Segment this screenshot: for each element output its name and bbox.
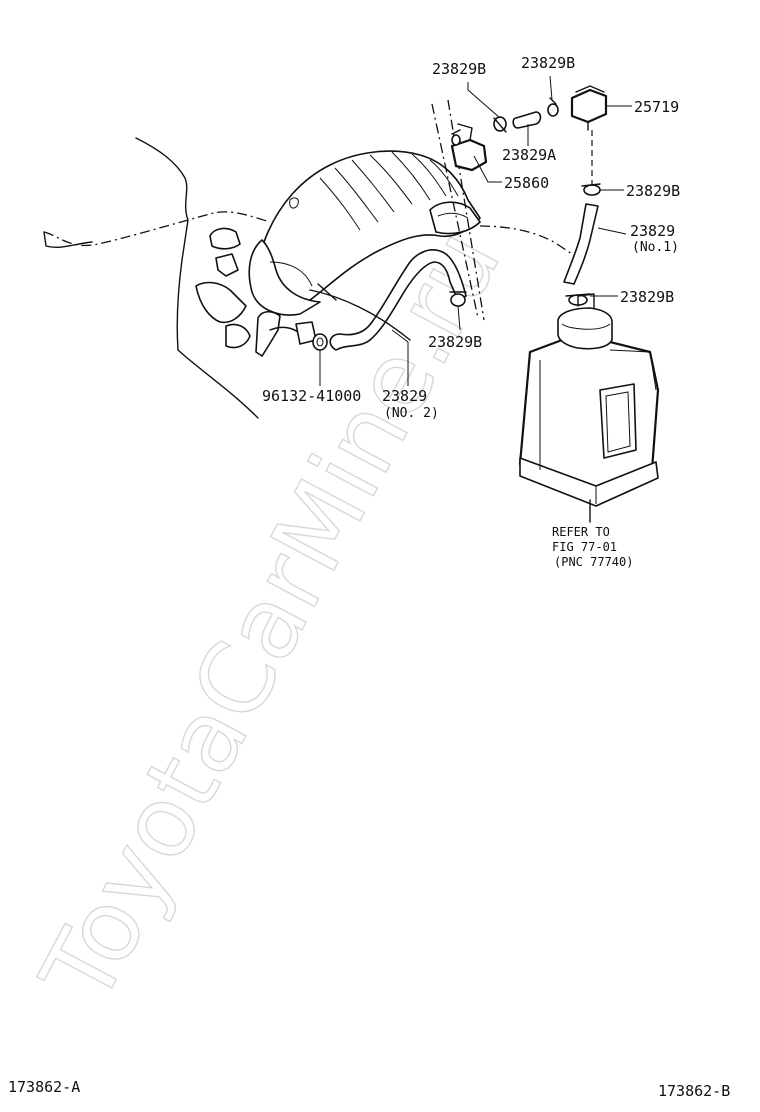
callout-vsv: 25719 [634, 98, 679, 116]
refer-line-1: REFER TO [552, 525, 610, 539]
callout-clip-lower-right: 23829B [620, 288, 674, 306]
callout-hose-no2-part: 23829 [382, 387, 427, 405]
callout-hose-a: 23829A [502, 146, 556, 164]
intake-to-hose-line [479, 225, 573, 255]
callout-hose-no2-sub: (NO. 2) [384, 406, 439, 421]
hose-no2 [309, 249, 467, 351]
refer-line-3: (PNC 77740) [554, 555, 633, 569]
valve-25860 [450, 123, 488, 172]
hose-23829a-part [512, 111, 542, 129]
clip-top-right-part [547, 97, 559, 117]
clip-mid-right-part [581, 183, 601, 196]
callout-clip-center: 23829B [428, 333, 482, 351]
callout-hose-no1-sub: (No.1) [632, 240, 679, 255]
center-dashed-line [431, 103, 479, 319]
refer-line-2: FIG 77-01 [552, 540, 617, 554]
center-dashed-line-2 [447, 99, 485, 321]
clip-top-left-part [493, 116, 507, 133]
grommet-part [312, 333, 328, 351]
engine-outline [43, 137, 271, 419]
callout-valve: 25860 [504, 174, 549, 192]
leader-lines [319, 75, 632, 386]
callout-grommet: 96132-41000 [262, 387, 361, 405]
engine-bracket-parts [195, 227, 317, 357]
charcoal-canister [518, 293, 660, 523]
footer-code-left: 173862-A [8, 1078, 80, 1096]
hose-no1 [563, 203, 599, 285]
callout-hose-no1-part: 23829 [630, 222, 675, 240]
callout-clip-mid-right: 23829B [626, 182, 680, 200]
callout-clip-top-right: 23829B [521, 54, 575, 72]
air-intake-duct [248, 150, 481, 316]
vsv-25719 [570, 85, 608, 131]
footer-code-right: 173862-B [658, 1082, 730, 1100]
callout-clip-top-left: 23829B [432, 60, 486, 78]
